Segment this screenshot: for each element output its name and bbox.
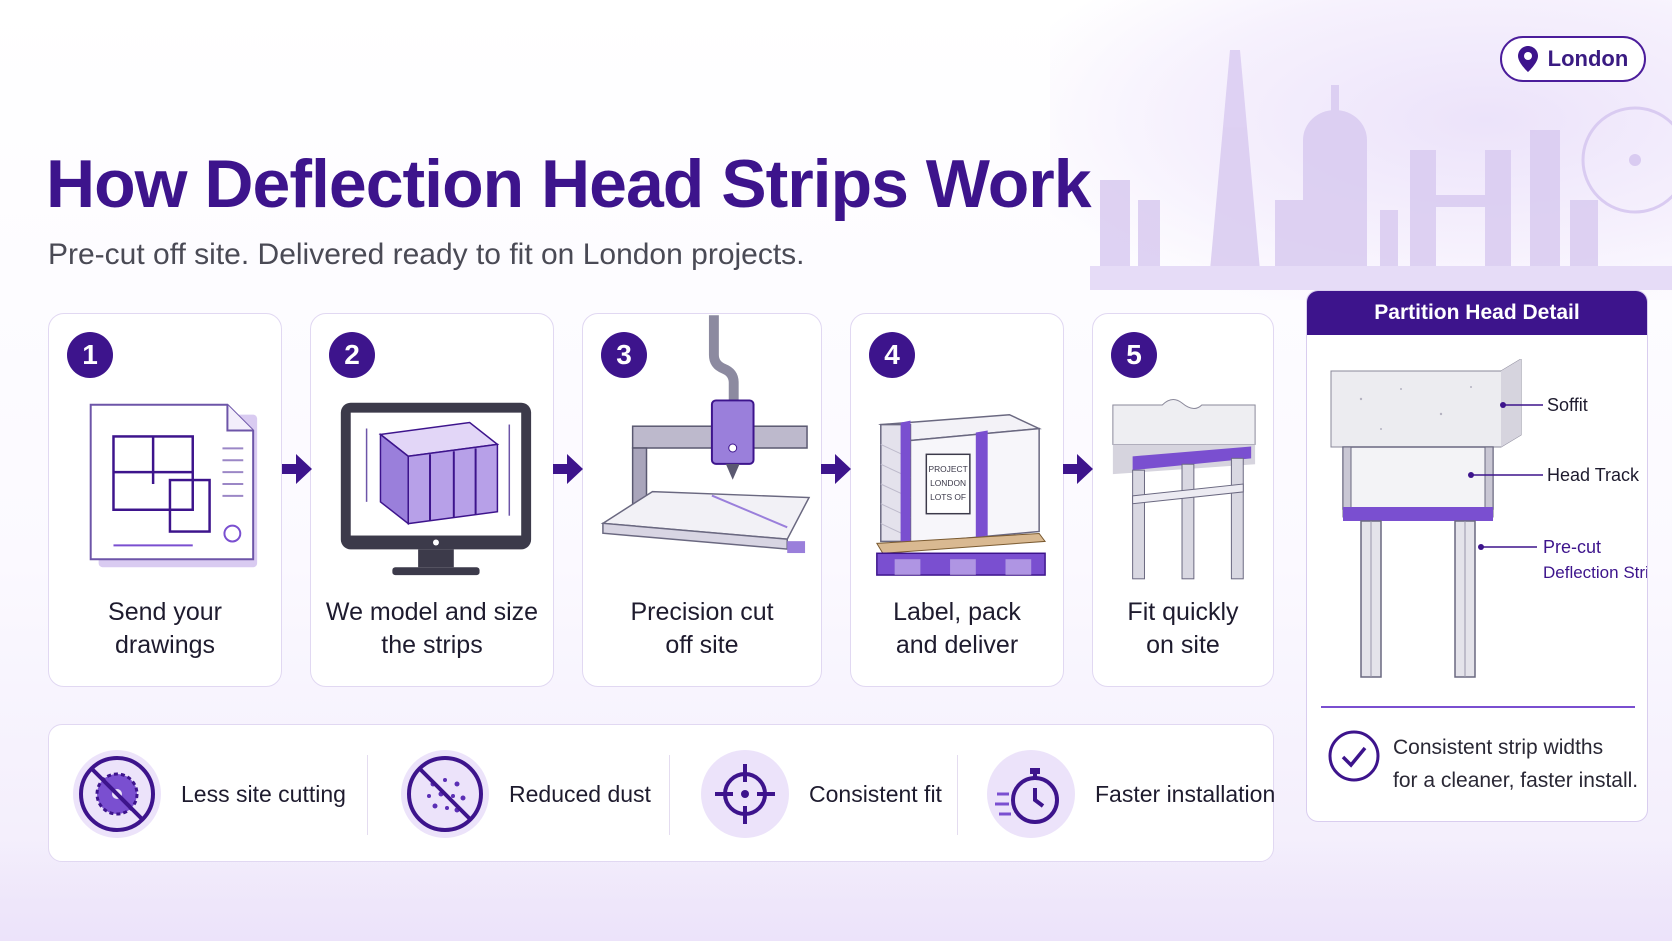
benefit-item: Less site cutting: [73, 747, 346, 841]
check-circle-icon: [1328, 730, 1380, 782]
package-label-line-1: PROJECT: [928, 464, 967, 474]
partition-head-drawing: [1330, 359, 1543, 678]
step-label: Label, pack and deliver: [857, 596, 1057, 662]
benefit-divider: [957, 755, 958, 835]
benefit-divider: [669, 755, 670, 835]
benefit-item: Faster installation: [987, 747, 1275, 841]
step-label-line: the strips: [381, 631, 483, 659]
step-label-line: Precision cut: [630, 598, 774, 626]
pallet-icon: PROJECT LONDON LOTS OF: [875, 413, 1047, 576]
step-label: Send your drawings: [55, 596, 275, 662]
drawing-sheet-icon: [89, 403, 258, 568]
detail-panel-title: Partition Head Detail: [1307, 291, 1647, 335]
benefit-label: Consistent fit: [809, 780, 942, 807]
detail-note-line: Consistent strip widths: [1393, 736, 1604, 759]
cnc-cutter-icon: [600, 315, 811, 554]
step-label-line: Label, pack: [893, 598, 1021, 626]
step-number: 5: [1111, 332, 1157, 378]
benefits-bar: Less site cutting Reduced dust: [48, 724, 1275, 862]
no-dust-icon: [407, 756, 483, 832]
step-number: 1: [67, 332, 113, 378]
step-number: 3: [601, 332, 647, 378]
monitor-model-icon: [340, 402, 532, 576]
step-label-line: drawings: [114, 631, 216, 659]
step-card-4: 4 PROJECT LONDON LOTS OF Label, pack and…: [850, 313, 1064, 687]
step-label-line: and deliver: [895, 631, 1019, 659]
benefit-divider: [367, 755, 368, 835]
page-subtitle: Pre-cut off site. Delivered ready to fit…: [48, 238, 805, 271]
step-label-line: Send your: [108, 598, 222, 626]
crosshair-icon: [715, 764, 775, 824]
benefit-label: Reduced dust: [509, 780, 651, 807]
benefit-label: Faster installation: [1095, 780, 1276, 807]
step-label: Precision cut off site: [589, 596, 815, 662]
london-skyline-illustration: [1090, 50, 1672, 290]
no-saw-icon: [79, 756, 155, 832]
arrow-right-icon: [1063, 454, 1093, 484]
step-label-line: We model and size: [325, 598, 539, 626]
step-card-2: 2 We model and size the strips: [310, 313, 554, 687]
arrow-right-icon: [821, 454, 851, 484]
step-card-1: 1 Send your drawings: [48, 313, 282, 687]
location-pill[interactable]: London: [1500, 36, 1646, 82]
arrow-right-icon: [282, 454, 312, 484]
benefit-item: Consistent fit: [701, 747, 942, 841]
page-title: How Deflection Head Strips Work: [46, 146, 1092, 222]
arrow-right-icon: [553, 454, 583, 484]
location-label: London: [1547, 46, 1629, 71]
package-label-line-2: LONDON: [930, 478, 966, 488]
benefit-label: Less site cutting: [181, 780, 346, 807]
package-label-line-3: LOTS OF: [930, 492, 966, 502]
partition-head-detail-panel: Partition Head Detail Soffit Head Track …: [1306, 290, 1648, 822]
benefit-item: Reduced dust: [401, 747, 651, 841]
step-label-line: off site: [665, 631, 739, 659]
detail-divider: [1321, 706, 1635, 708]
step-label: Fit quickly on site: [1099, 596, 1267, 662]
step-number: 4: [869, 332, 915, 378]
map-pin-icon: [1517, 46, 1538, 72]
detail-note: Consistent strip widths for a cleaner, f…: [1393, 731, 1643, 797]
callout-strip-line-2: Deflection Strip: [1543, 563, 1648, 582]
stopwatch-icon: [995, 768, 1059, 824]
callout-soffit: Soffit: [1547, 395, 1588, 415]
step-card-5: 5 Fit quickly on site: [1092, 313, 1274, 687]
step-card-3: 3 Precision cut off site: [582, 313, 822, 687]
detail-note-line: for a cleaner, faster install.: [1393, 769, 1639, 792]
callout-head-track: Head Track: [1547, 465, 1640, 485]
step-label: We model and size the strips: [317, 596, 547, 662]
callout-strip-line-1: Pre-cut: [1543, 537, 1602, 557]
step-label-line: Fit quickly: [1127, 598, 1239, 626]
installed-strip-icon: [1112, 399, 1256, 580]
step-label-line: on site: [1146, 631, 1220, 659]
step-number: 2: [329, 332, 375, 378]
